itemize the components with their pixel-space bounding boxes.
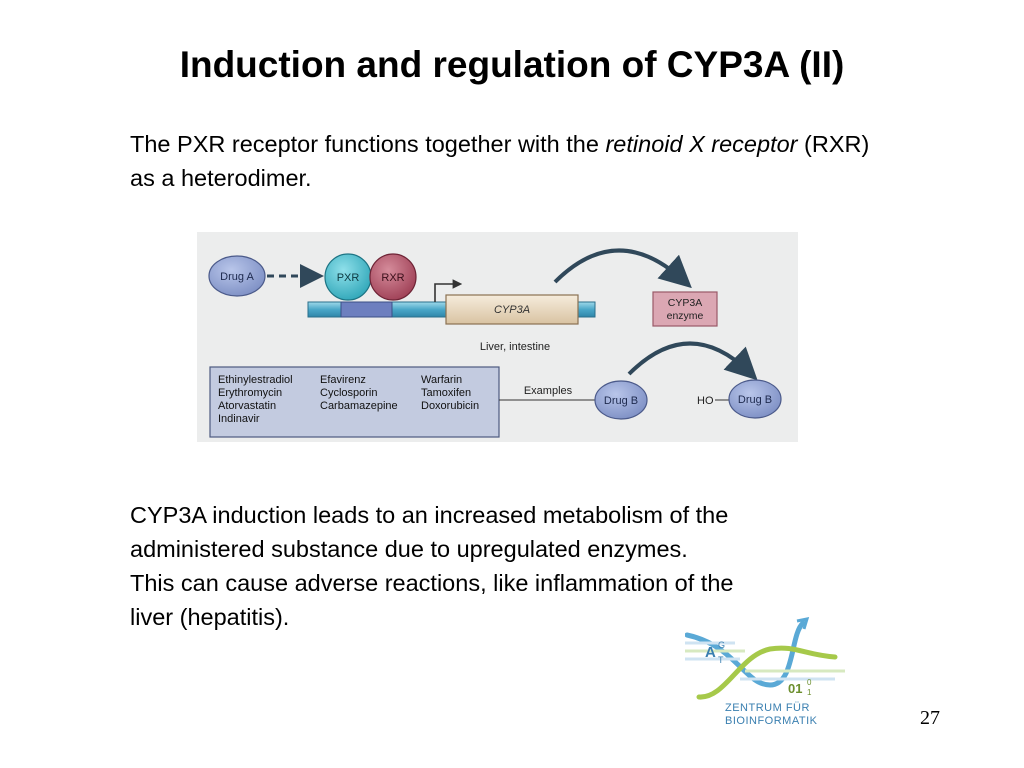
conclusion-line: liver (hepatitis). bbox=[130, 604, 290, 630]
cyp3a-enzyme: CYP3A enzyme bbox=[652, 291, 718, 327]
logo-arrow-tip bbox=[796, 617, 810, 630]
drug-col3-item: Tamoxifen bbox=[421, 387, 471, 399]
drug-col3-item: Warfarin bbox=[421, 374, 462, 386]
logo-stripes bbox=[685, 641, 845, 681]
logo-blue-curve bbox=[684, 620, 806, 688]
bioinformatics-logo: A G T 01 0 1 ZENTRUM FÜR BIOINFORMATIK bbox=[684, 615, 845, 733]
enzyme-label-line1: CYP3A bbox=[668, 297, 702, 309]
cyp3a-induction-figure: Drug A PXR RXR CYP3A Liver, intestine bbox=[197, 232, 798, 442]
metabolism-arrow bbox=[627, 341, 758, 381]
promoter-arrow bbox=[434, 279, 463, 302]
drug-col2-item: Cyclosporin bbox=[320, 387, 377, 399]
logo-green-curve bbox=[696, 645, 838, 700]
drug-col3-item: Doxorubicin bbox=[421, 400, 479, 412]
logo-wordmark-line1: ZENTRUM FÜR bbox=[725, 702, 810, 714]
drug-col1-item: Ethinylestradiol bbox=[218, 374, 293, 386]
figure-diagram: Drug A PXR RXR CYP3A Liver, intestine bbox=[208, 248, 782, 438]
logo-bits: 01 bbox=[788, 681, 802, 696]
logo-wordmark-line2: BIOINFORMATIK bbox=[725, 715, 818, 727]
drug-a-label: Drug A bbox=[220, 271, 254, 283]
pxr-receptor: PXR bbox=[324, 253, 372, 301]
drug-b-node: Drug B bbox=[594, 380, 648, 420]
intro-paragraph: The PXR receptor functions together with… bbox=[130, 127, 890, 195]
logo-glyph-a: A bbox=[705, 644, 716, 661]
conclusion-line: CYP3A induction leads to an increased me… bbox=[130, 502, 729, 528]
drug-col2-item: Efavirenz bbox=[320, 374, 366, 386]
cyp3a-gene: CYP3A bbox=[445, 294, 579, 325]
logo-graphic: A G T 01 0 1 ZENTRUM FÜR BIOINFORMATIK bbox=[684, 617, 845, 727]
response-element bbox=[340, 301, 393, 318]
drug-col1-item: Indinavir bbox=[218, 413, 260, 425]
intro-text-italic: retinoid X receptor bbox=[605, 131, 798, 157]
pxr-label: PXR bbox=[337, 272, 360, 284]
conclusion-line: This can cause adverse reactions, like i… bbox=[130, 570, 734, 596]
drug-col1-item: Atorvastatin bbox=[218, 400, 276, 412]
slide-title: Induction and regulation of CYP3A (II) bbox=[179, 44, 845, 85]
conclusion-paragraph: CYP3A induction leads to an increased me… bbox=[130, 498, 890, 634]
drug-a-node: Drug A bbox=[208, 255, 266, 297]
logo-bits-sub: 1 bbox=[807, 688, 812, 697]
conclusion-line: administered substance due to upregulate… bbox=[130, 536, 688, 562]
intro-text-end: (RXR) as a heterodimer. bbox=[130, 131, 870, 191]
drug-col1-item: Erythromycin bbox=[218, 387, 282, 399]
logo-bits-sup: 0 bbox=[807, 678, 812, 687]
examples-label: Examples bbox=[524, 385, 573, 397]
drug-b-metabolite-node: Drug B bbox=[728, 379, 782, 419]
example-drugs-box: Ethinylestradiol Erythromycin Atorvastat… bbox=[209, 366, 500, 438]
rxr-label: RXR bbox=[381, 272, 404, 284]
intro-text-start: The PXR receptor functions together with… bbox=[130, 131, 606, 157]
drug-col2-item: Carbamazepine bbox=[320, 400, 398, 412]
logo-glyph-g: G bbox=[718, 640, 725, 650]
gene-label: CYP3A bbox=[494, 304, 530, 316]
tissue-label: Liver, intestine bbox=[480, 341, 550, 353]
logo-glyph-t: T bbox=[718, 655, 724, 665]
expression-arrow bbox=[553, 248, 692, 289]
page-number: 27 bbox=[920, 707, 940, 729]
enzyme-label-line2: enzyme bbox=[667, 310, 704, 322]
drug-b-label: Drug B bbox=[604, 395, 638, 407]
drug-b-metabolite-label: Drug B bbox=[738, 394, 772, 406]
rxr-receptor: RXR bbox=[369, 253, 417, 301]
hydroxyl-label: HO bbox=[697, 395, 714, 407]
